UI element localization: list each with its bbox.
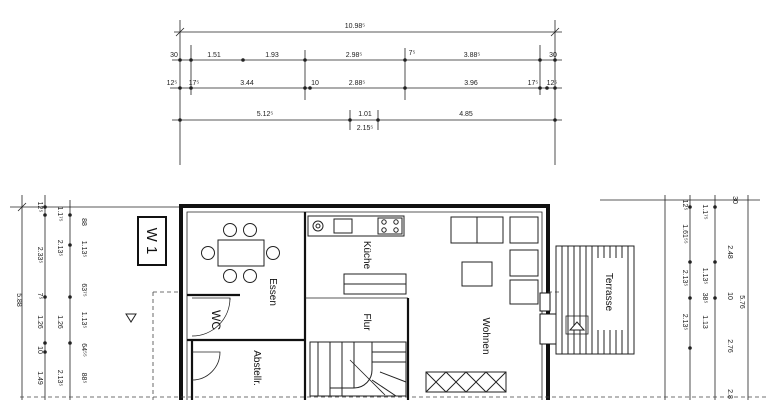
dim-row3-a: 12⁵ [167, 80, 178, 87]
dim-right-col1-1: 1.61⁵⁵ [681, 224, 688, 244]
dim-left-col2-2: 1.26 [56, 315, 63, 329]
room-label-abstell: Abstellr. [251, 350, 262, 386]
room-label-wohnen: Wohnen [480, 317, 491, 354]
dim-row3-f: 3.96 [464, 80, 478, 87]
dim-row3-g: 17⁵ [528, 80, 539, 87]
dim-right-col3-2: 2.76 [726, 339, 733, 353]
dim-row4-right: 4.85 [459, 111, 473, 118]
dim-right-col3-1: 10 [726, 292, 733, 300]
dim-right-col3-0: 2.48 [726, 245, 733, 259]
dim-left-col1-0: 12⁵ [36, 202, 43, 213]
dim-left-col3-3: 1.13⁵ [80, 312, 87, 329]
room-labels: Essen Küche Flur Wohnen WC Abstellr. Ter… [209, 241, 614, 386]
dim-right-col2-3: 1.13 [701, 315, 708, 329]
plan-code-box: W 1 [125, 216, 167, 323]
dim-left-col3-2: 63⁷⁵ [80, 283, 87, 296]
dim-right-col1-0: 12⁵ [681, 200, 688, 211]
top-dimension-chains: 10.98⁵ 30 1.51 1.93 2.98⁵ 7⁵ 3.88⁵ 30 12… [167, 20, 562, 165]
dim-right-col1-2: 2.13⁵ [681, 270, 688, 287]
room-label-flur: Flur [361, 313, 372, 331]
right-dimension-chains: 30 5.76 12⁵ 1.61⁵⁵ 2.13⁵ 2.13⁵ 1.1⁷⁵ 1.1… [600, 195, 760, 400]
dim-row4-sub: 2.15⁵ [357, 125, 374, 132]
room-label-wc: WC [209, 310, 223, 330]
room-label-kueche: Küche [361, 241, 372, 270]
dim-left-col3-1: 1.13⁵ [80, 241, 87, 258]
plan-code: W 1 [143, 228, 160, 255]
room-label-essen: Essen [267, 278, 278, 306]
dim-row4-left: 5.12⁵ [257, 111, 274, 118]
dim-row3-c: 3.44 [240, 80, 254, 87]
dim-left-col1-4: 10 [36, 346, 43, 354]
dim-row3-e: 2.88⁵ [349, 80, 366, 87]
dim-row2-seg2: 1.93 [265, 52, 279, 59]
dim-row2-seg4: 7⁵ [409, 50, 416, 57]
dim-right-col2-0: 1.1⁷⁵ [701, 204, 708, 219]
dim-row2-end-left: 30 [170, 52, 178, 59]
dim-left-col3-5: 88⁵ [80, 373, 87, 384]
dim-right-col2-1: 1.13⁵ [701, 268, 708, 285]
dim-left-col3-4: 64⁵⁵ [80, 343, 87, 357]
dim-left-col1-5: 1.49 [36, 371, 43, 385]
room-label-terrasse: Terrasse [603, 273, 614, 312]
dim-left-col3-0: 88 [80, 218, 87, 226]
dim-right-top: 30 [731, 196, 738, 204]
dim-row2-seg3: 2.98⁵ [346, 52, 363, 59]
dim-overall-width: 10.98⁵ [345, 23, 366, 30]
dim-row3-b: 17⁵ [189, 80, 200, 87]
terrace [555, 245, 635, 355]
dim-right-col3-3: 2.8 [726, 389, 733, 399]
dim-left-col2-0: 1.1⁷⁵ [56, 206, 63, 221]
dim-row3-d: 10 [311, 80, 319, 87]
dim-right-overall: 5.76 [738, 295, 745, 309]
dim-row2-seg1: 1.51 [207, 52, 221, 59]
dim-left-overall: 5.88 [15, 293, 22, 307]
dim-right-col1-3: 2.13⁵ [681, 314, 688, 331]
dim-left-col2-3: 2.13⁵ [56, 370, 63, 387]
dim-row3-h: 12⁵ [547, 80, 558, 87]
dim-right-col2-2: 38⁵ [701, 293, 708, 304]
dim-row4-mid: 1.01 [358, 111, 372, 118]
dim-left-col1-1: 2.33⁵ [36, 247, 43, 264]
left-dimension-chains: 5.88 12⁵ 2.33⁵ 7⁵ 1.26 10 1.49 1.1⁷⁵ 2.1… [10, 195, 180, 400]
dim-left-col1-2: 7⁵ [36, 293, 43, 300]
dim-row2-seg5: 3.88⁵ [464, 52, 481, 59]
dim-left-col2-1: 2.13⁵ [56, 240, 63, 257]
building [20, 204, 769, 400]
dim-row2-end-right: 30 [549, 52, 557, 59]
dim-left-col1-3: 1.26 [36, 315, 43, 329]
